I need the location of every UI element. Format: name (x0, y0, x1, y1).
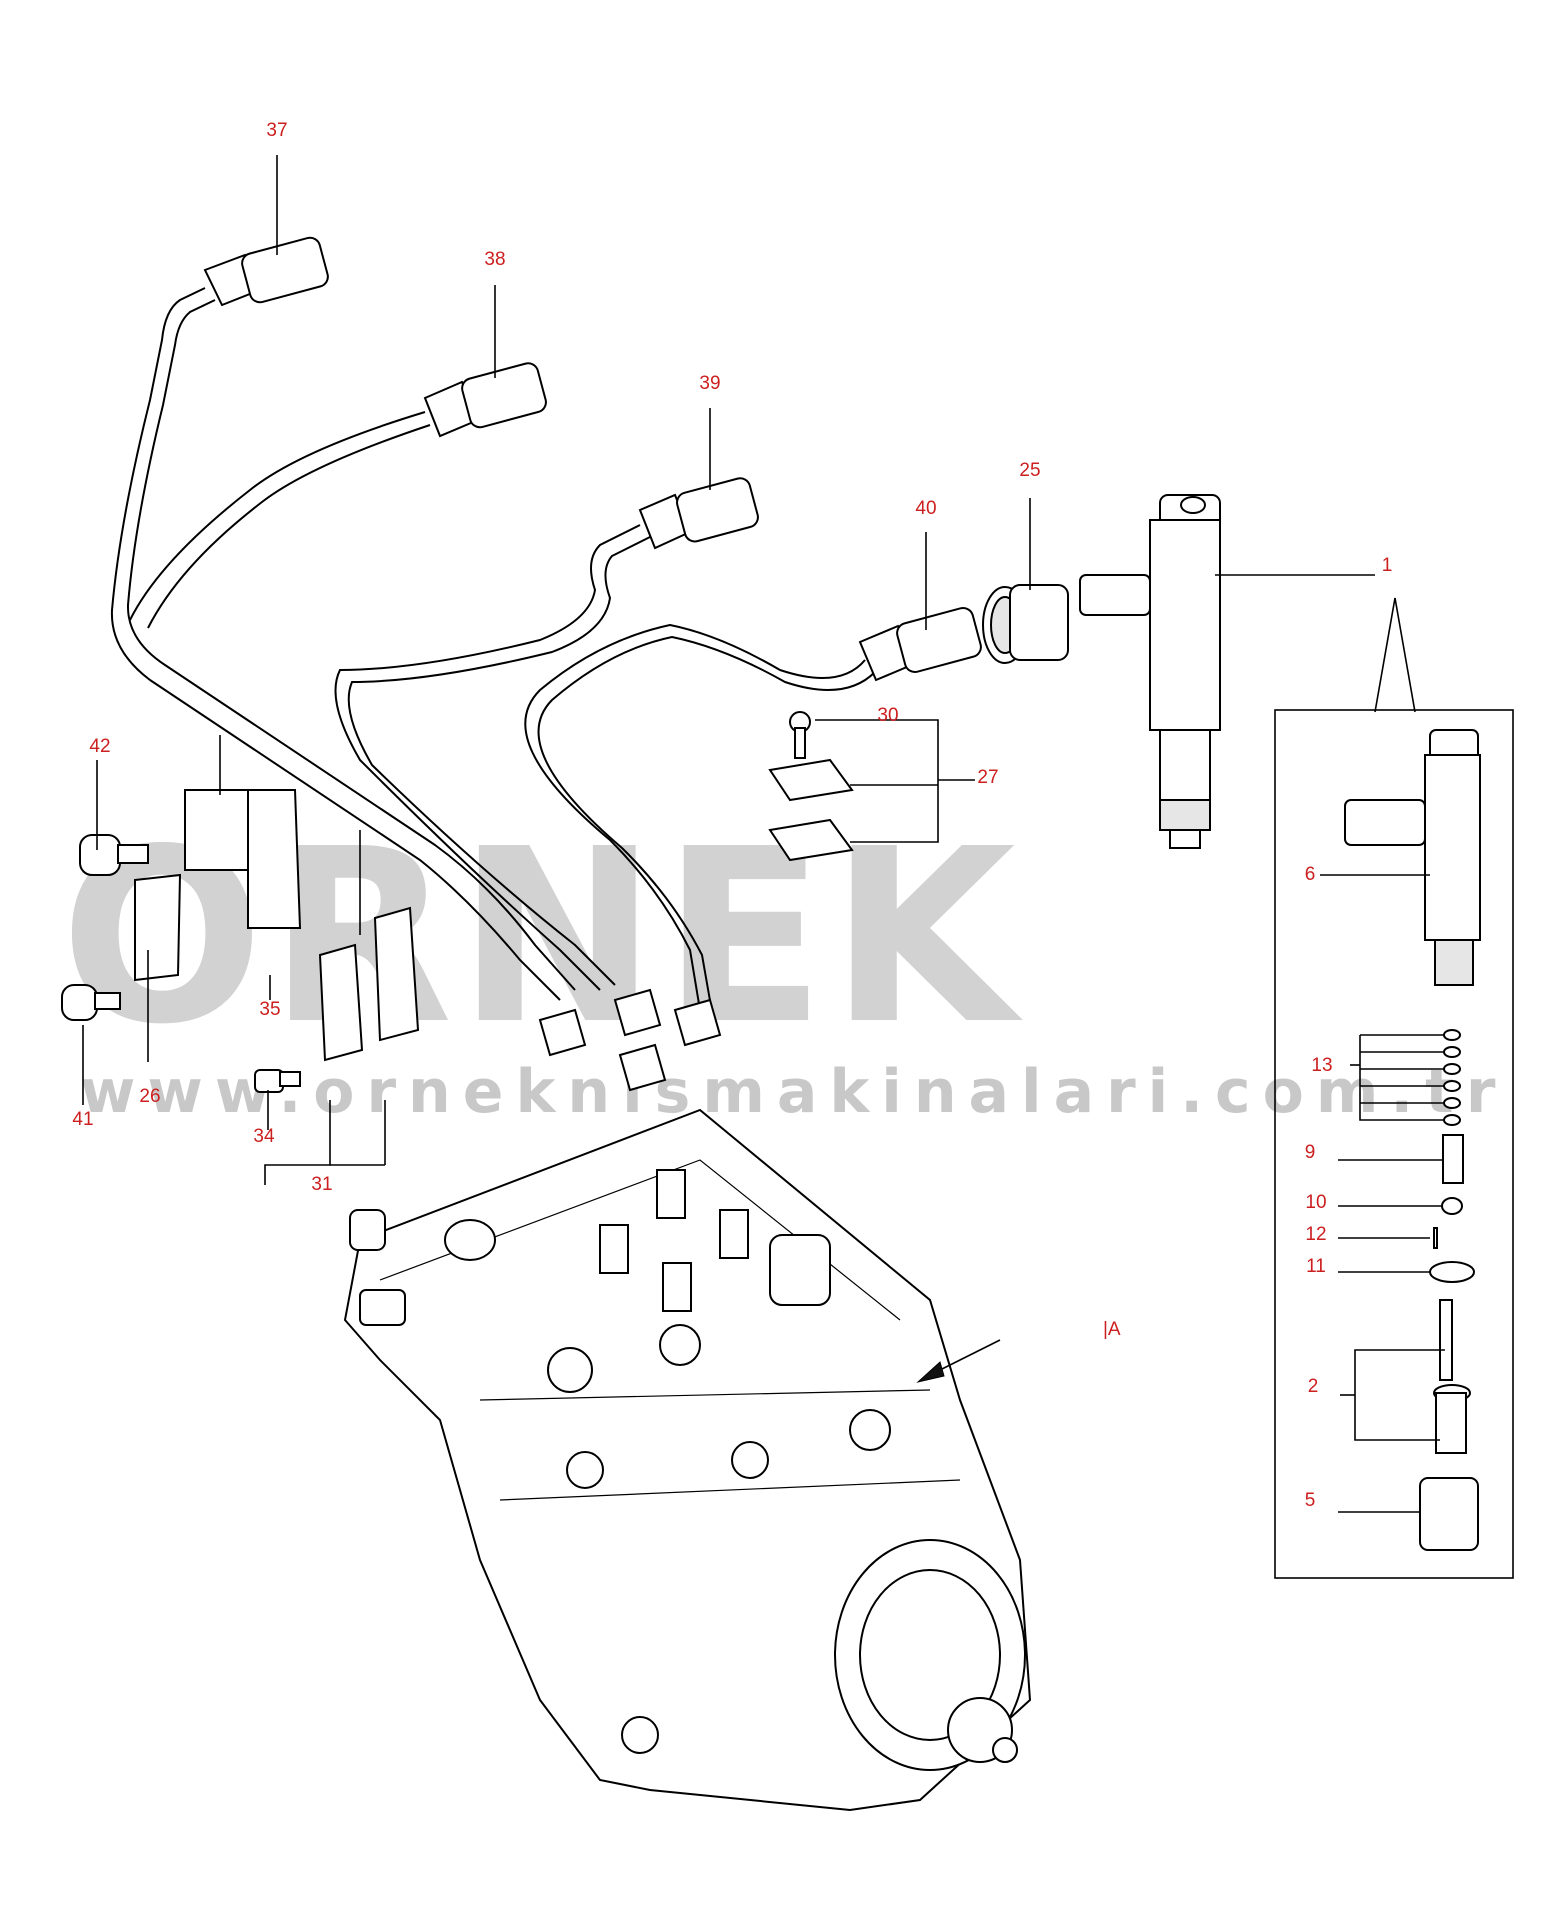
callout-11: 11 (1306, 1256, 1326, 1277)
watermark-url: www.orneknismakinalari.com.tr (80, 1057, 1507, 1127)
callout-27: 27 (977, 767, 998, 788)
callout-labels: 37 38 39 40 25 1 30 27 42 35 26 41 34 31… (72, 120, 1392, 1511)
callout-39: 39 (699, 373, 720, 394)
callout-13: 13 (1311, 1055, 1332, 1076)
injection-pump (343, 1108, 1032, 1812)
callout-2: 2 (1308, 1376, 1319, 1397)
callout-5: 5 (1305, 1490, 1316, 1511)
callout-34: 34 (253, 1126, 275, 1147)
callout-25: 25 (1019, 460, 1040, 481)
callout-31: 31 (311, 1174, 332, 1195)
injector-detail-box (1274, 597, 1514, 1579)
callout-40: 40 (915, 498, 936, 519)
callout-38: 38 (484, 249, 505, 270)
clamp-parts (768, 711, 854, 862)
view-marker: |A (1103, 1319, 1121, 1340)
bracket-parts (61, 789, 420, 1093)
watermark: ORNEK www.orneknismakinalari.com.tr (60, 797, 1507, 1127)
leader-lines (82, 155, 1445, 1513)
callout-10: 10 (1305, 1192, 1326, 1213)
callout-37: 37 (266, 120, 287, 141)
injector-assembly (1079, 494, 1221, 849)
callout-42: 42 (89, 736, 110, 757)
callout-12: 12 (1305, 1224, 1326, 1245)
callout-30: 30 (877, 705, 898, 726)
seal-25 (982, 584, 1069, 664)
fuel-pipes (110, 236, 982, 1092)
callout-41: 41 (72, 1109, 93, 1130)
callout-6: 6 (1305, 864, 1316, 885)
callout-9: 9 (1305, 1142, 1316, 1163)
callout-35: 35 (259, 999, 280, 1020)
shim-stack (1443, 1029, 1461, 1126)
callout-26: 26 (139, 1086, 160, 1107)
callout-1: 1 (1382, 555, 1393, 576)
